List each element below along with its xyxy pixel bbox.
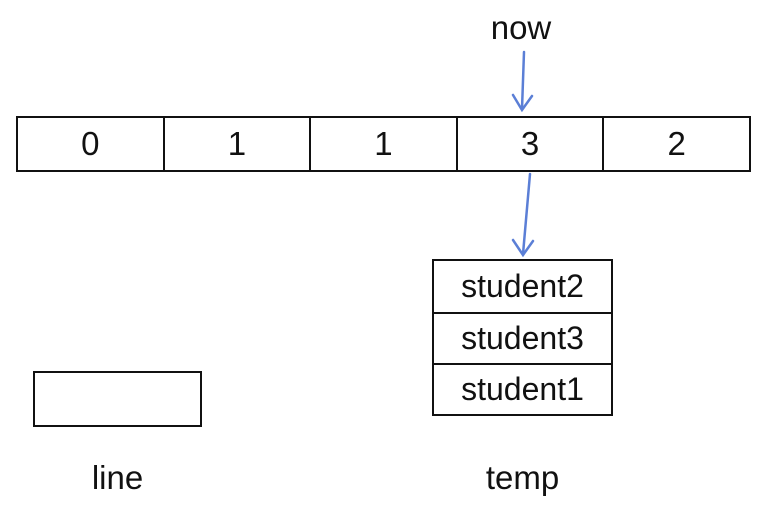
stack-item-1: student3: [434, 312, 611, 363]
array-cell-3: 3: [455, 118, 603, 170]
stack-item-2: student1: [434, 363, 611, 414]
line-box: [33, 371, 202, 427]
array-cell-0: 0: [81, 125, 100, 162]
temp-caption: temp: [485, 459, 560, 496]
now-pointer-label: now: [490, 9, 552, 46]
array-cell-1: 1: [162, 118, 310, 170]
line-caption: line: [91, 459, 144, 496]
array-cell-4: 2: [602, 118, 749, 170]
stack-item-0: student2: [461, 268, 584, 304]
array-cell-2: 1: [309, 118, 456, 170]
array-box: 0 1 1 3 2: [16, 116, 751, 172]
temp-stack-box: student2 student3 student1: [432, 259, 613, 416]
now-arrow-icon: [511, 50, 534, 113]
pop-to-stack-arrow-icon: [511, 172, 535, 258]
